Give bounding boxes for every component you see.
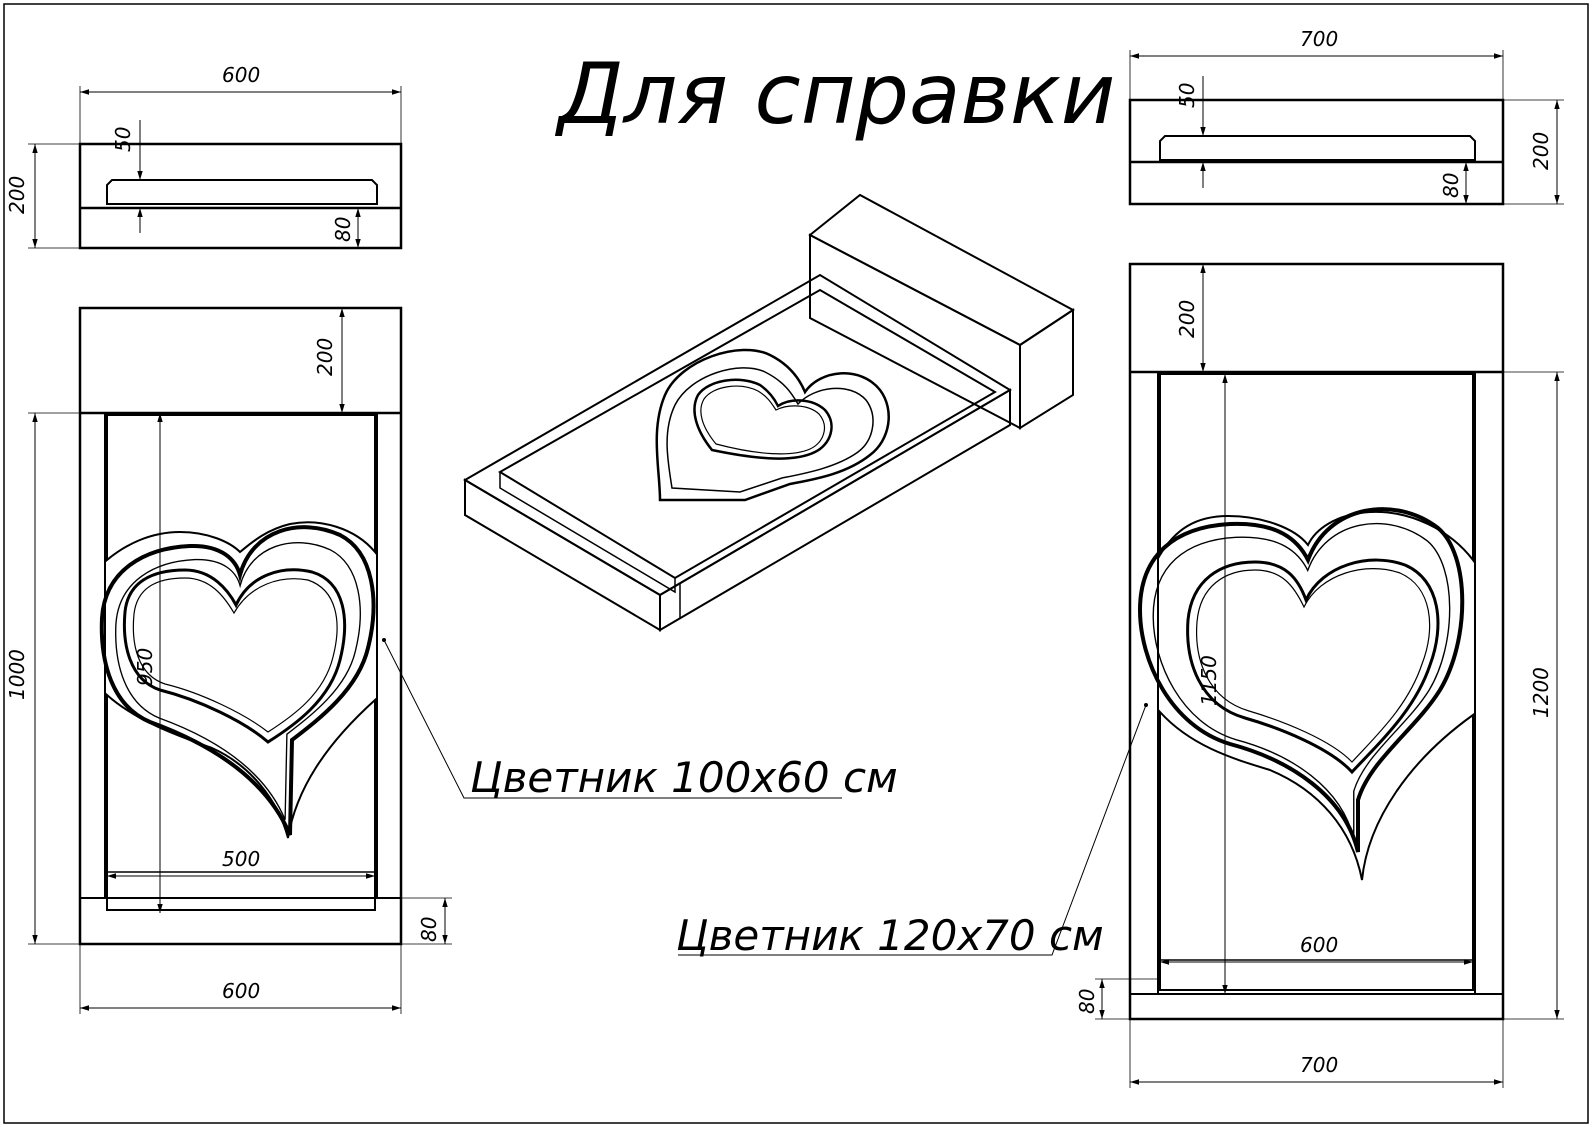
right-plan-inner-dim: 1150: [1197, 655, 1221, 706]
right-plan-width-dim: 700: [1300, 1053, 1338, 1077]
left-plan-head-dim: 200: [313, 338, 337, 376]
left-side-width-dim: 600: [222, 63, 260, 87]
right-side-height-dim: 200: [1529, 132, 1553, 170]
left-side-base-dim: 80: [331, 217, 355, 242]
left-plan-width-dim: 600: [222, 979, 260, 1003]
left-side-height-dim: 200: [5, 176, 29, 214]
right-plan-inner-width-dim: 600: [1300, 933, 1338, 957]
right-side-top-dim: 50: [1175, 83, 1199, 108]
large-flowerbed-label: Цветник 120х70 см: [676, 911, 1104, 960]
right-side-width-dim: 700: [1300, 27, 1338, 51]
small-flowerbed-label: Цветник 100х60 см: [470, 753, 898, 802]
isometric-view: [463, 193, 1075, 632]
left-plan-inner-dim: 950: [133, 648, 157, 686]
left-side-top-dim: 50: [111, 127, 135, 152]
right-plan-total-dim: 1200: [1529, 667, 1553, 718]
right-side-base-dim: 80: [1439, 173, 1463, 198]
sheet-border: [3, 3, 1589, 1124]
left-plan-view: 200 1000 950 500 80 600: [5, 306, 842, 1014]
right-plan-base-dim: 80: [1075, 989, 1099, 1014]
right-side-view: 700 50 80 200: [1128, 27, 1564, 206]
left-plan-base-dim: 80: [417, 917, 441, 942]
sheet-title: Для справки: [554, 45, 1115, 143]
left-plan-inner-width-dim: 500: [222, 847, 260, 871]
right-plan-view: 200 1150 1200 600 80 700: [678, 262, 1564, 1088]
left-side-view: 600 200 50 80: [5, 63, 403, 250]
right-plan-head-dim: 200: [1175, 300, 1199, 338]
left-plan-total-dim: 1000: [5, 649, 29, 700]
